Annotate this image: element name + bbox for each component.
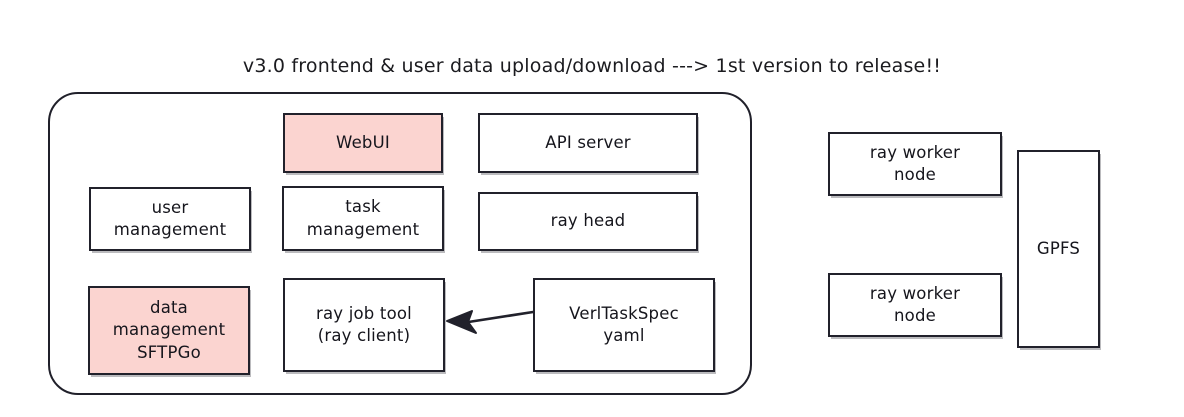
node-ray-worker-node-2[interactable]: ray worker node <box>828 273 1002 337</box>
node-gpfs[interactable]: GPFS <box>1017 150 1100 348</box>
node-api-server[interactable]: API server <box>478 113 698 173</box>
node-verltaskspec-yaml-label: VerlTaskSpec yaml <box>569 303 679 345</box>
node-ray-worker-node-2-label: ray worker node <box>869 283 961 325</box>
node-api-server-label: API server <box>545 132 631 152</box>
node-data-management-sftpgo-label: data management SFTPGo <box>112 298 226 362</box>
node-user-management-label: user management <box>113 197 227 239</box>
node-data-management-sftpgo[interactable]: data management SFTPGo <box>88 286 250 375</box>
platform-group-container <box>48 92 752 395</box>
node-ray-worker-node-1-label: ray worker node <box>869 142 961 184</box>
node-webui-label: WebUI <box>336 132 390 152</box>
node-ray-worker-node-1[interactable]: ray worker node <box>828 132 1002 196</box>
node-verltaskspec-yaml[interactable]: VerlTaskSpec yaml <box>533 278 715 372</box>
diagram-title: v3.0 frontend & user data upload/downloa… <box>242 55 942 77</box>
node-ray-job-tool[interactable]: ray job tool (ray client) <box>283 278 445 372</box>
node-task-management-label: task management <box>306 197 420 239</box>
node-ray-head[interactable]: ray head <box>478 192 698 251</box>
node-ray-head-label: ray head <box>550 211 626 231</box>
node-gpfs-label: GPFS <box>1036 238 1081 258</box>
node-task-management[interactable]: task management <box>282 186 444 251</box>
node-user-management[interactable]: user management <box>89 187 251 251</box>
node-webui[interactable]: WebUI <box>283 113 443 173</box>
node-ray-job-tool-label: ray job tool (ray client) <box>316 303 412 345</box>
